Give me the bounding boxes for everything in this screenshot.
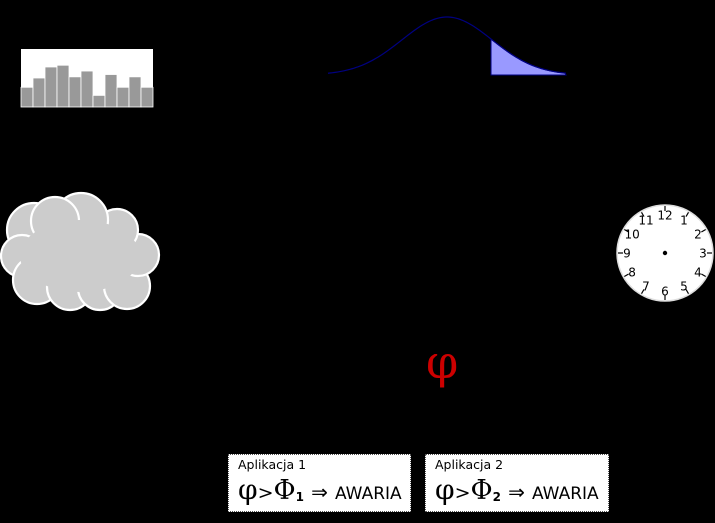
phi-symbol: φ	[426, 335, 459, 389]
formula-threshold: Φ	[273, 475, 296, 506]
clock-tick	[701, 228, 707, 233]
formula-phi: φ	[238, 473, 258, 506]
clock-number: 9	[623, 247, 631, 261]
formula-result: AWARIA	[334, 484, 402, 504]
clock-number: 11	[638, 214, 653, 228]
clock-number: 1	[680, 214, 688, 228]
application-2-formula: φ>Φ2 ⇒ AWARIA	[435, 474, 608, 513]
application-2-title: Aplikacja 2	[435, 457, 504, 472]
implies-arrow-icon: ⇒	[508, 480, 525, 504]
clock-number: 7	[642, 279, 650, 293]
clock-tick	[701, 273, 707, 278]
histogram-bar	[104, 74, 118, 108]
histogram-bar	[68, 76, 82, 108]
clock-tick	[685, 289, 690, 295]
formula-result: AWARIA	[531, 484, 599, 504]
formula-greater-than: >	[257, 482, 274, 504]
distribution-curve	[327, 16, 567, 74]
distribution-tail-area	[490, 38, 567, 76]
normal-distribution-icon	[327, 16, 567, 76]
application-1-box: Aplikacja 1 φ>Φ1 ⇒ AWARIA	[228, 454, 411, 512]
histogram-icon	[20, 48, 154, 108]
histogram-bar	[92, 95, 106, 108]
application-1-formula: φ>Φ1 ⇒ AWARIA	[238, 474, 410, 513]
histogram-bar	[128, 76, 142, 108]
clock-tick	[640, 211, 645, 217]
clock-tick	[623, 228, 629, 233]
clock-number: 12	[657, 209, 672, 223]
application-2-box: Aplikacja 2 φ>Φ2 ⇒ AWARIA	[425, 454, 609, 512]
histogram-bar	[44, 66, 58, 108]
histogram-bar	[80, 70, 94, 108]
cloud-icon	[0, 191, 161, 312]
application-1-title: Aplikacja 1	[238, 457, 307, 472]
clock-number: 6	[661, 285, 669, 299]
histogram-bar	[116, 86, 130, 108]
clock-number: 4	[694, 266, 702, 280]
clock-number: 5	[680, 279, 688, 293]
histogram-bar	[140, 86, 154, 108]
histogram-bar	[20, 86, 34, 108]
clock-tick	[623, 273, 629, 278]
formula-threshold-subscript: 1	[295, 490, 305, 504]
clock-number: 2	[694, 228, 702, 242]
clock-number: 3	[699, 247, 707, 261]
clock-tick	[640, 289, 645, 295]
formula-threshold: Φ	[470, 475, 493, 506]
clock-number: 8	[628, 266, 636, 280]
histogram-bar	[56, 64, 70, 108]
formula-phi: φ	[435, 473, 455, 506]
formula-threshold-subscript: 2	[492, 490, 502, 504]
clock-number: 10	[624, 228, 639, 242]
formula-greater-than: >	[454, 482, 471, 504]
clock-tick	[685, 211, 690, 217]
implies-arrow-icon: ⇒	[311, 480, 328, 504]
histogram-bar	[32, 77, 46, 108]
